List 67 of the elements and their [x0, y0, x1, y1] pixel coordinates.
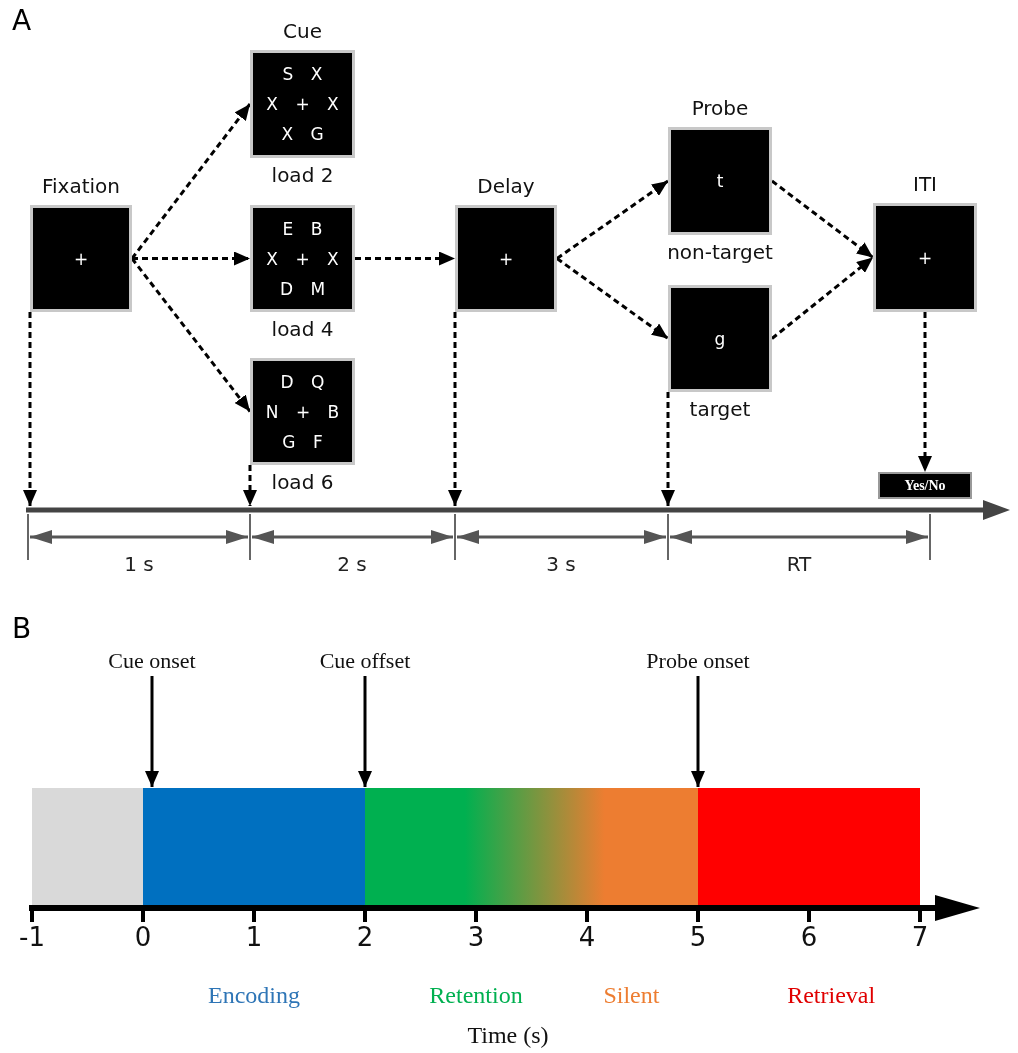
- tick-label: 2: [356, 922, 374, 952]
- phase-label: Encoding: [208, 982, 300, 1009]
- duration-label: 3 s: [546, 552, 576, 576]
- arrow: [243, 465, 257, 506]
- panel-letter: A: [12, 4, 32, 37]
- condition-label: load 2: [270, 163, 335, 187]
- screen-title: Fixation: [41, 174, 121, 198]
- duration-label: RT: [786, 552, 812, 576]
- condition-label: load 6: [270, 470, 335, 494]
- time-axis: [26, 500, 1010, 520]
- stimulus-letters: t: [716, 170, 724, 193]
- axis-title: Time (s): [467, 1022, 549, 1049]
- response-box: [878, 472, 972, 499]
- arrow: [771, 256, 874, 340]
- event-label: Cue onset: [82, 648, 222, 676]
- stimulus-letters: +: [73, 247, 89, 271]
- arrow: [145, 676, 159, 787]
- phase-label: Retention: [429, 982, 523, 1009]
- stimulus-letters: X + X: [266, 93, 339, 116]
- duration-label: 1 s: [124, 552, 154, 576]
- stimulus-letters: S X: [282, 63, 323, 86]
- screen-title: Cue: [282, 19, 323, 43]
- arrow: [355, 251, 455, 266]
- screen-title: ITI: [912, 172, 938, 196]
- arrow: [132, 251, 250, 266]
- arrow: [448, 312, 462, 506]
- stimulus-letters: D M: [279, 277, 326, 301]
- tick-label: 3: [467, 922, 485, 952]
- screen-title: Delay: [476, 174, 536, 198]
- stimulus-letters: g: [714, 327, 726, 351]
- duration-label: 2 s: [337, 552, 367, 576]
- condition-label: target: [688, 397, 752, 421]
- stimulus-letters: E B: [282, 217, 323, 241]
- arrow: [771, 179, 874, 259]
- stimulus-letters: +: [917, 246, 933, 270]
- tick-label: -1: [19, 922, 45, 952]
- tick-label: 1: [245, 922, 263, 952]
- stimulus-letters: N + B: [265, 400, 340, 424]
- condition-label: non-target: [666, 240, 774, 264]
- tick-label: 5: [689, 922, 707, 952]
- stimulus-letters: D Q: [280, 370, 325, 394]
- arrow: [918, 312, 932, 472]
- screen-title: Probe: [690, 96, 750, 120]
- condition-label: load 4: [270, 317, 335, 341]
- arrow: [661, 392, 675, 506]
- phase-bar-drawing: [32, 788, 920, 905]
- phase-label: Silent: [603, 982, 660, 1009]
- phase-label: Retrieval: [787, 982, 876, 1009]
- arrow: [691, 676, 705, 787]
- stimulus-letters: +: [498, 247, 514, 271]
- tick-label: 6: [800, 922, 818, 952]
- panel-letter: B: [12, 612, 32, 645]
- arrow: [556, 257, 669, 340]
- tick-label: 7: [911, 922, 929, 952]
- stimulus-letters: X + X: [266, 247, 339, 271]
- stimulus-letters: G F: [282, 430, 323, 454]
- tick-label: 0: [134, 922, 152, 952]
- arrow: [130, 103, 252, 260]
- tick-label: 4: [578, 922, 596, 952]
- event-label: Cue offset: [295, 648, 435, 676]
- arrow: [556, 179, 669, 260]
- arrow: [358, 676, 372, 787]
- stimulus-letters: X G: [281, 123, 324, 146]
- event-label: Probe onset: [623, 648, 773, 676]
- arrow: [23, 312, 37, 506]
- arrow: [130, 257, 252, 413]
- response-text: Yes/No: [904, 477, 946, 494]
